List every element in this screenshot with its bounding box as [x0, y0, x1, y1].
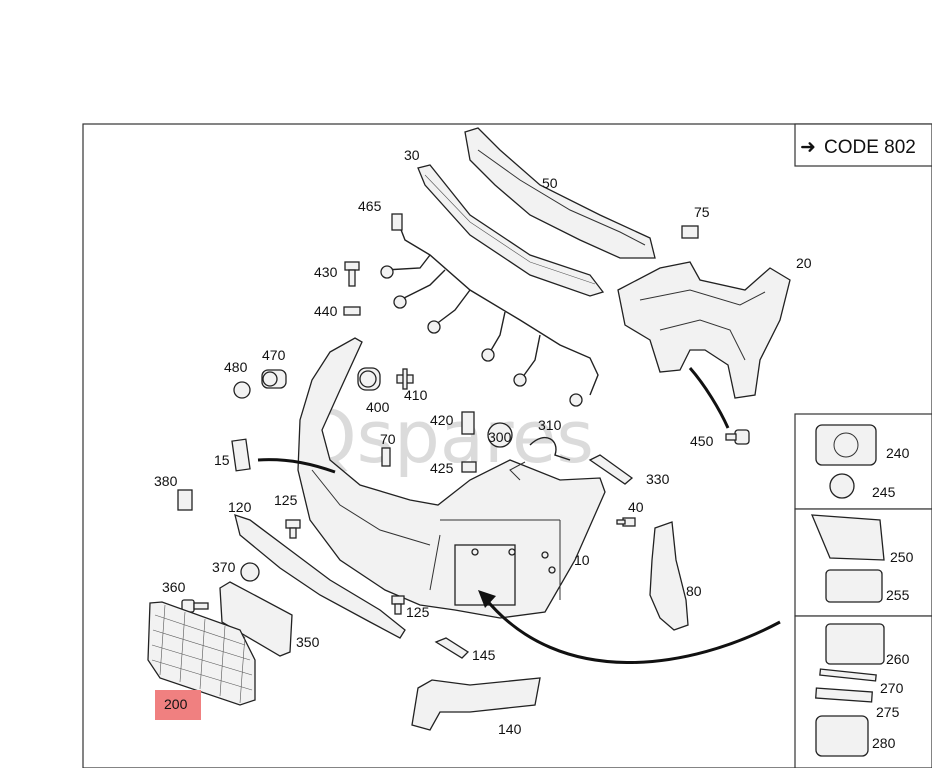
part-370-nut: [240, 562, 260, 582]
callout-380: 380: [154, 473, 178, 489]
callout-255: 255: [886, 587, 910, 603]
part-300-shape: [487, 422, 513, 448]
part-450-bolt: [725, 429, 750, 445]
part-380-shape: [177, 489, 193, 511]
callout-450: 450: [690, 433, 714, 449]
leader-arrow-15: [257, 458, 336, 474]
callout-400: 400: [366, 399, 390, 415]
part-125a-clip: [285, 519, 301, 539]
leader-arrowhead-main: [478, 590, 496, 608]
part-480-ring: [233, 381, 251, 399]
callout-440: 440: [314, 303, 338, 319]
callout-350: 350: [296, 634, 320, 650]
part-50-shape: [464, 127, 656, 259]
part-360-bolt: [181, 599, 209, 613]
part-40-clip: [616, 517, 636, 527]
part-245-ring: [829, 473, 855, 499]
callout-15: 15: [214, 452, 230, 468]
callout-75: 75: [694, 204, 710, 220]
callout-300: 300: [488, 429, 512, 445]
part-140-shape: [411, 677, 541, 731]
part-200-grille: [147, 601, 256, 706]
part-30-shape: [417, 164, 605, 297]
leader-arrow-main: [483, 597, 781, 664]
part-250-grille: [810, 514, 885, 561]
callout-430: 430: [314, 264, 338, 280]
callout-330: 330: [646, 471, 670, 487]
callout-410: 410: [404, 387, 428, 403]
leader-line-300: [509, 461, 526, 481]
part-10-bumper: [297, 337, 606, 619]
callout-120: 120: [228, 499, 252, 515]
callout-10: 10: [574, 552, 590, 568]
callout-465: 465: [358, 198, 382, 214]
part-20-shape: [617, 261, 791, 399]
callout-275: 275: [876, 704, 900, 720]
code-arrow-icon: ➜: [800, 137, 816, 158]
part-465-harness: [380, 213, 599, 407]
callout-470: 470: [262, 347, 286, 363]
callout-140: 140: [498, 721, 522, 737]
part-420-shape: [461, 411, 475, 435]
leader-arrow-450: [688, 367, 730, 429]
part-330-shape: [588, 454, 634, 485]
part-145-shape: [434, 637, 470, 659]
callout-30: 30: [404, 147, 420, 163]
code-box: ➜ CODE 802: [794, 123, 932, 167]
callout-310: 310: [538, 417, 562, 433]
diagram-frame: [82, 123, 932, 768]
part-125b-clip: [391, 595, 405, 615]
part-70-shape: [381, 447, 391, 467]
callout-370: 370: [212, 559, 236, 575]
callout-480: 480: [224, 359, 248, 375]
callout-200: 200: [164, 696, 188, 712]
part-440-clip: [343, 306, 361, 316]
part-80-bracket: [649, 521, 689, 631]
callout-245: 245: [872, 484, 896, 500]
part-470-sensor: [261, 369, 287, 389]
part-255-bracket: [825, 569, 883, 603]
callout-145: 145: [472, 647, 496, 663]
part-240-grille: [815, 424, 877, 466]
part-280-shape: [815, 715, 869, 757]
callout-125-lower: 125: [406, 604, 430, 620]
part-200-highlight: [155, 690, 201, 720]
callout-360: 360: [162, 579, 186, 595]
code-label: CODE 802: [824, 137, 916, 158]
part-410-bolt: [396, 368, 414, 390]
callout-20: 20: [796, 255, 812, 271]
callout-40: 40: [628, 499, 644, 515]
part-400-sensor: [357, 367, 381, 391]
part-275-strip: [815, 687, 873, 703]
part-260-grille: [825, 623, 885, 665]
callout-260: 260: [886, 651, 910, 667]
callout-125-upper: 125: [274, 492, 298, 508]
callout-270: 270: [880, 680, 904, 696]
part-425-shape: [461, 461, 477, 473]
callout-50: 50: [542, 175, 558, 191]
callout-280: 280: [872, 735, 896, 751]
part-15-shape: [231, 438, 251, 472]
callout-240: 240: [886, 445, 910, 461]
part-270-strip: [819, 668, 877, 682]
part-75-shape: [681, 225, 699, 239]
part-310-shape: [529, 436, 571, 461]
part-350-plate: [219, 581, 293, 657]
callout-70: 70: [380, 431, 396, 447]
part-120-strip: [234, 514, 406, 639]
part-430-bolt: [344, 261, 360, 287]
callout-250: 250: [890, 549, 914, 565]
callout-80: 80: [686, 583, 702, 599]
callout-420: 420: [430, 412, 454, 428]
callout-425: 425: [430, 460, 454, 476]
